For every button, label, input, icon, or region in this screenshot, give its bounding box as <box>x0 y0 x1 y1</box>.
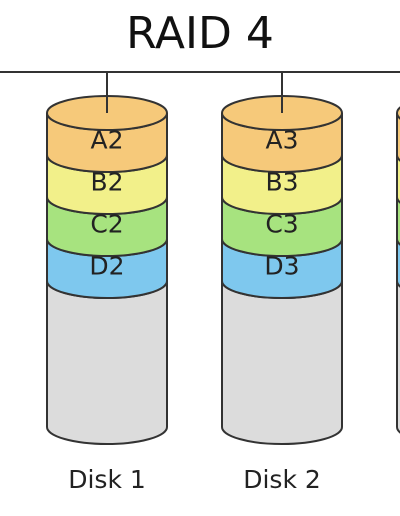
disk-block <box>396 196 400 246</box>
block-label: A3 <box>265 126 298 155</box>
disk-3 <box>396 106 400 434</box>
block-label: B3 <box>265 168 298 197</box>
diagram-title: RAID 4 <box>126 8 274 59</box>
block-label: C3 <box>265 210 298 239</box>
block-label: D3 <box>264 252 299 281</box>
disk-block <box>396 238 400 288</box>
disk-label: Disk 1 <box>68 465 146 494</box>
disk-block <box>396 154 400 204</box>
disk-empty-space <box>46 280 168 445</box>
block-label: C2 <box>90 210 123 239</box>
disk-label: Disk 2 <box>243 465 321 494</box>
disk-empty-space <box>221 280 343 445</box>
disk-block <box>396 112 400 162</box>
block-label: D2 <box>89 252 124 281</box>
block-label: B2 <box>90 168 123 197</box>
disk-top-cap <box>396 106 400 120</box>
disk-empty-space <box>396 280 400 434</box>
block-label: A2 <box>90 126 123 155</box>
